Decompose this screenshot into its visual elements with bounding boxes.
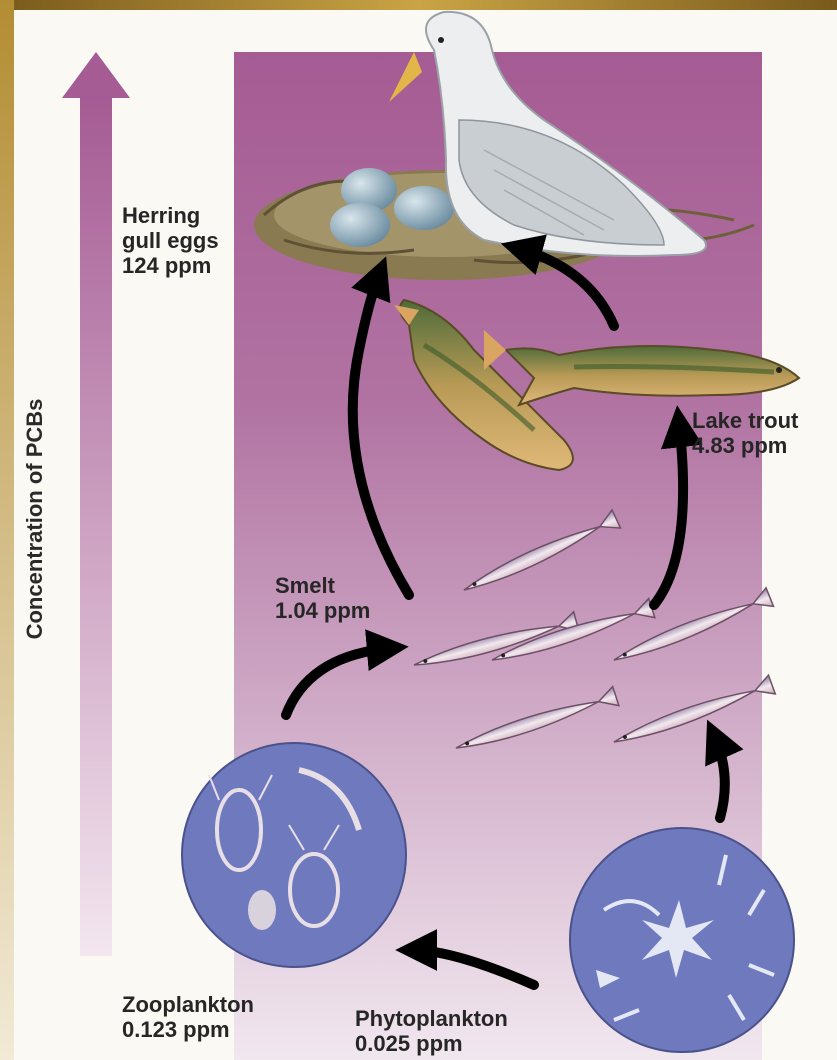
lake-trout-value: 4.83 ppm [692, 433, 798, 458]
food-chain-illustration [14, 10, 837, 1060]
frame-border-top [0, 0, 837, 10]
phytoplankton-label: Phytoplankton 0.025 ppm [355, 1006, 508, 1056]
zooplankton-label: Zooplankton 0.123 ppm [122, 992, 254, 1042]
zooplankton-name: Zooplankton [122, 992, 254, 1017]
smelt-label: Smelt 1.04 ppm [275, 573, 370, 623]
phytoplankton-illustration [570, 828, 794, 1052]
lake-trout-name: Lake trout [692, 408, 798, 433]
herring-gull-eggs-label: Herring gull eggs 124 ppm [122, 203, 219, 278]
arrow-phytoplankton-to-zooplankton [412, 950, 534, 985]
herring-gull-eggs-name-line1: Herring [122, 203, 219, 228]
smelt-school-illustration [411, 510, 775, 758]
arrow-smelt-to-trout [654, 422, 683, 605]
arrow-zooplankton-to-smelt [286, 648, 392, 715]
herring-gull-eggs-name-line2: gull eggs [122, 228, 219, 253]
zooplankton-illustration [182, 743, 406, 967]
lake-trout-label: Lake trout 4.83 ppm [692, 408, 798, 458]
zooplankton-value: 0.123 ppm [122, 1017, 254, 1042]
phytoplankton-name: Phytoplankton [355, 1006, 508, 1031]
smelt-value: 1.04 ppm [275, 598, 370, 623]
diagram-canvas: Concentration of PCBs [14, 10, 837, 1060]
frame-border-left [0, 0, 14, 1060]
phytoplankton-value: 0.025 ppm [355, 1031, 508, 1056]
arrow-phytoplankton-to-smelt [714, 735, 725, 818]
smelt-name: Smelt [275, 573, 370, 598]
herring-gull-eggs-value: 124 ppm [122, 253, 219, 278]
arrow-smelt-to-gull [353, 272, 409, 595]
